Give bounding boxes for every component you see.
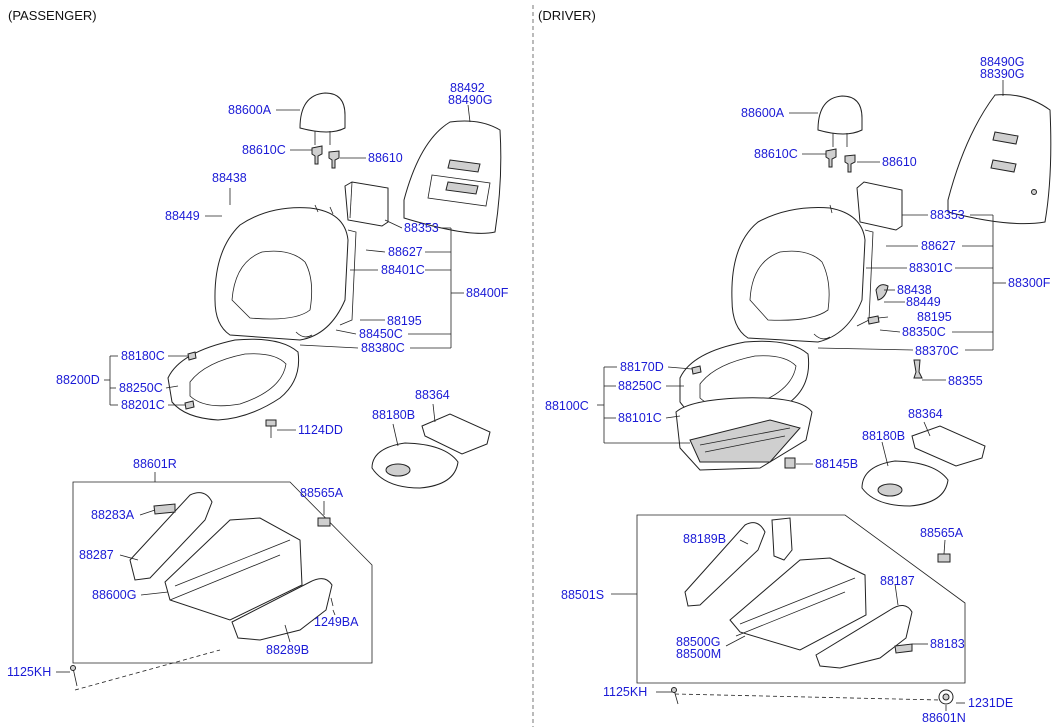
passenger-rail-box — [72, 481, 373, 664]
passenger-headrest-guides — [311, 145, 340, 169]
label-p-88180C: 88180C — [121, 349, 165, 363]
label-p-88201C: 88201C — [121, 398, 165, 412]
label-d-88353: 88353 — [930, 208, 965, 222]
label-p-88492: 88492 — [450, 81, 485, 95]
driver-screw-1125KH — [671, 687, 679, 705]
label-p-88565A: 88565A — [300, 486, 344, 500]
label-d-88189B: 88189B — [683, 532, 726, 546]
label-p-1125KH: 1125KH — [7, 665, 51, 679]
driver-side-cover — [861, 425, 986, 507]
label-d-88449: 88449 — [906, 295, 941, 309]
label-d-88490G: 88490G — [980, 55, 1024, 69]
label-p-88450C: 88450C — [359, 327, 403, 341]
label-p-88627: 88627 — [388, 245, 423, 259]
label-p-88287: 88287 — [79, 548, 114, 562]
driver-rail-assembly — [684, 517, 951, 669]
label-d-88187: 88187 — [880, 574, 915, 588]
label-d-88183: 88183 — [930, 637, 965, 651]
label-d-88355: 88355 — [948, 374, 983, 388]
driver-headrest-guides — [825, 148, 856, 173]
label-p-88610: 88610 — [368, 151, 403, 165]
driver-header: (DRIVER) — [538, 8, 596, 23]
passenger-headrest — [299, 92, 346, 145]
driver-lumbar-knob — [867, 284, 889, 325]
label-d-88600A: 88600A — [741, 106, 785, 120]
label-p-88600A: 88600A — [228, 103, 272, 117]
label-d-88500G: 88500G — [676, 635, 720, 649]
passenger-kh-dashline — [74, 649, 221, 691]
label-p-88401C: 88401C — [381, 263, 425, 277]
label-d-88610: 88610 — [882, 155, 917, 169]
driver-cushion-frame — [675, 397, 813, 471]
label-p-88380C: 88380C — [361, 341, 405, 355]
label-p-88610C: 88610C — [242, 143, 286, 157]
passenger-leader-lines — [56, 104, 471, 673]
label-d-1231DE: 1231DE — [968, 696, 1013, 710]
label-p-1249BA: 1249BA — [314, 615, 359, 629]
label-d-88438: 88438 — [897, 283, 932, 297]
label-d-88500M: 88500M — [676, 647, 721, 661]
label-p-88250C: 88250C — [119, 381, 163, 395]
label-d-88170D: 88170D — [620, 360, 664, 374]
label-d-88601N: 88601N — [922, 711, 966, 725]
driver-kh-dashline — [674, 693, 941, 701]
driver-rail-box — [636, 514, 966, 684]
label-d-88180B: 88180B — [862, 429, 905, 443]
passenger-seatback — [214, 204, 357, 341]
driver-cap-88601N — [938, 689, 965, 705]
label-p-88438: 88438 — [212, 171, 247, 185]
label-p-88400F: 88400F — [466, 286, 509, 300]
label-p-88289B: 88289B — [266, 643, 309, 657]
driver-clip-88145B — [784, 457, 796, 469]
label-d-88100C: 88100C — [545, 399, 589, 413]
driver-back-panel — [856, 181, 903, 231]
label-p-88283A: 88283A — [91, 508, 135, 522]
label-d-88610C: 88610C — [754, 147, 798, 161]
label-d-88370C: 88370C — [915, 344, 959, 358]
label-p-88353: 88353 — [404, 221, 439, 235]
label-d-88101C: 88101C — [618, 411, 662, 425]
label-d-88301C: 88301C — [909, 261, 953, 275]
passenger-header: (PASSENGER) — [8, 8, 97, 23]
passenger-rail-assembly — [129, 492, 334, 641]
label-p-88200D: 88200D — [56, 373, 100, 387]
driver-seatback — [731, 204, 874, 343]
label-p-1124DD: 1124DD — [298, 423, 343, 437]
label-d-88145B: 88145B — [815, 457, 858, 471]
label-p-88490G: 88490G — [448, 93, 492, 107]
label-d-1125KH: 1125KH — [603, 685, 647, 699]
driver-labels: 88490G 88390G 88600A 88610C 88610 88353 … — [545, 55, 1051, 725]
passenger-back-board — [403, 120, 502, 234]
label-d-88195: 88195 — [917, 310, 952, 324]
label-d-88364: 88364 — [908, 407, 943, 421]
label-p-88601R: 88601R — [133, 457, 177, 471]
passenger-bolt-1124DD — [265, 419, 277, 438]
driver-pin-88355 — [913, 359, 923, 379]
passenger-back-panel — [344, 181, 389, 227]
passenger-screw-1125KH — [70, 665, 78, 687]
label-d-88501S: 88501S — [561, 588, 604, 602]
label-d-88350C: 88350C — [902, 325, 946, 339]
driver-back-board — [947, 94, 1052, 225]
label-d-88565A: 88565A — [920, 526, 964, 540]
label-p-88600G: 88600G — [92, 588, 136, 602]
label-d-88300F: 88300F — [1008, 276, 1051, 290]
passenger-side-cover — [371, 413, 491, 489]
passenger-labels: 88600A 88492 88490G 88610C 88610 88438 8… — [7, 81, 509, 679]
label-p-88180B: 88180B — [372, 408, 415, 422]
label-d-88627: 88627 — [921, 239, 956, 253]
label-p-88449: 88449 — [165, 209, 200, 223]
label-d-88250C: 88250C — [618, 379, 662, 393]
driver-leader-lines — [597, 80, 1006, 711]
label-p-88364: 88364 — [415, 388, 450, 402]
passenger-seat-cushion — [167, 338, 300, 421]
label-p-88195: 88195 — [387, 314, 422, 328]
label-d-88390G: 88390G — [980, 67, 1024, 81]
driver-headrest — [817, 95, 863, 147]
